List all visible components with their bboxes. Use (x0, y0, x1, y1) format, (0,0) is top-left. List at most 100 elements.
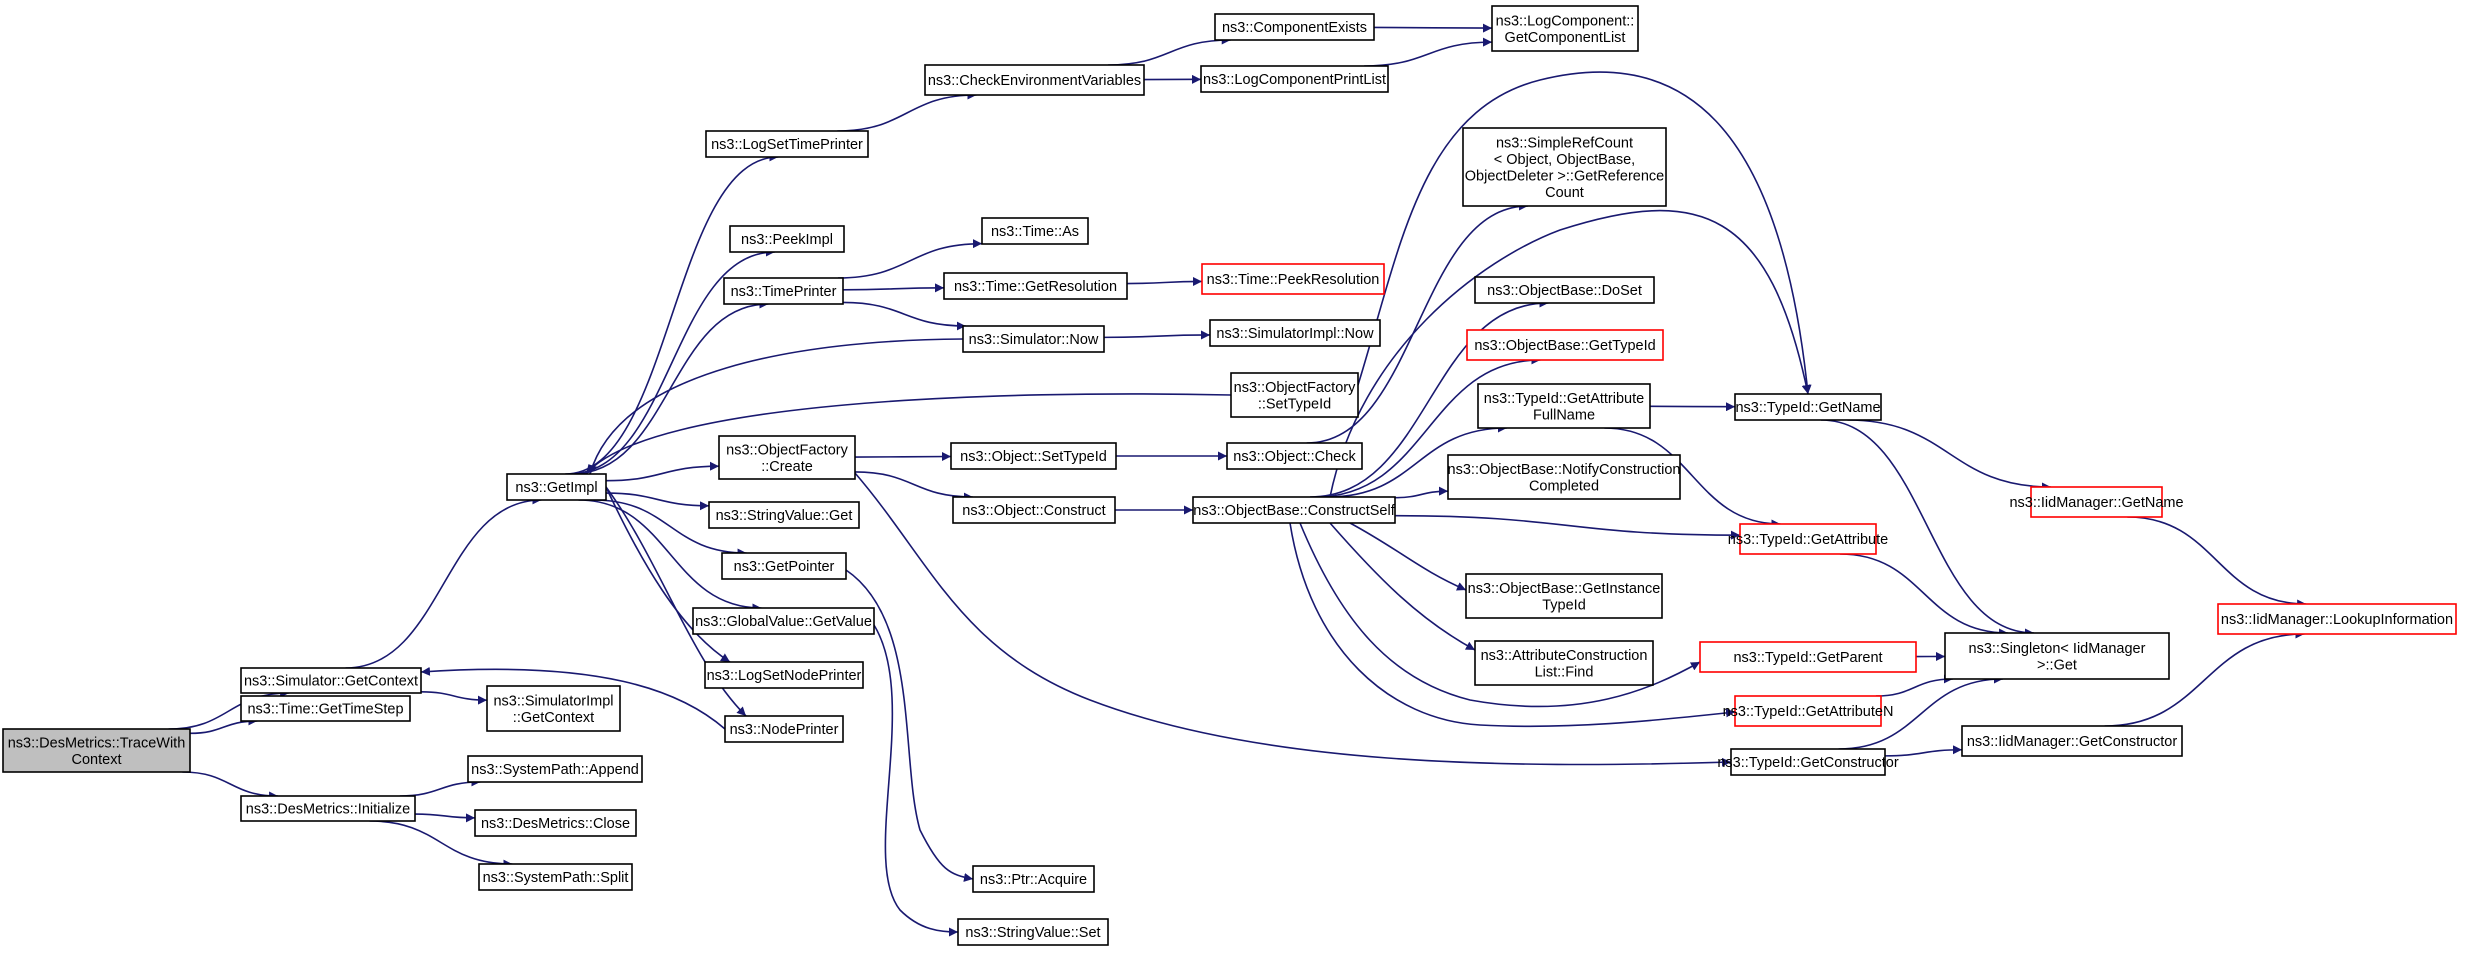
function-node-simNow[interactable]: ns3::Simulator::Now (962, 325, 1105, 353)
node-box (723, 277, 844, 305)
node-label: ns3::PeekImpl (741, 232, 833, 248)
function-node-simImplGetContext[interactable]: ns3::SimulatorImpl::GetContext (486, 685, 621, 732)
node-label: ObjectDeleter >::GetReference (1465, 168, 1664, 184)
call-edge-simNow-to-simImplNow (1103, 330, 1211, 340)
node-box (729, 225, 845, 253)
function-node-logSetTimePrinter[interactable]: ns3::LogSetTimePrinter (705, 130, 869, 158)
node-label: ns3::LogComponent:: (1496, 13, 1635, 29)
call-edge-getImpl-to-gvGetValue (578, 499, 762, 613)
function-node-iidGetName[interactable]: ns3::IidManager::GetName (2009, 486, 2184, 518)
function-node-compExists[interactable]: ns3::ComponentExists (1214, 13, 1375, 41)
node-box (1734, 695, 1882, 727)
node-label: ns3::IidManager::GetConstructor (1967, 734, 2178, 750)
function-node-gvGetValue[interactable]: ns3::GlobalValue::GetValue (692, 607, 875, 635)
node-label: ns3::CheckEnvironmentVariables (928, 73, 1141, 89)
node-box (692, 607, 875, 635)
call-edge-tidGetConstructor-to-iidGetConstructor (1884, 745, 1963, 757)
function-node-simGetContext[interactable]: ns3::Simulator::GetContext (240, 667, 422, 694)
node-box (952, 496, 1116, 524)
function-node-desInit[interactable]: ns3::DesMetrics::Initialize (240, 795, 416, 822)
function-node-ptrAcquire[interactable]: ns3::Ptr::Acquire (972, 865, 1095, 893)
function-node-timeGetTimeStep[interactable]: ns3::Time::GetTimeStep (240, 695, 411, 722)
node-box (981, 217, 1089, 245)
node-label: ns3::TypeId::GetAttribute (1728, 532, 1888, 548)
node-label: ns3::DesMetrics::Close (481, 816, 630, 832)
function-node-getPointer[interactable]: ns3::GetPointer (721, 552, 847, 580)
call-edge-obConstructSelf-to-obNotifyConstruction (1394, 486, 1449, 499)
function-node-tidGetAttributeN[interactable]: ns3::TypeId::GetAttributeN (1723, 695, 1894, 727)
node-label: ns3::ObjectBase::DoSet (1487, 283, 1642, 299)
function-node-getImpl[interactable]: ns3::GetImpl (506, 473, 607, 501)
function-node-timePrinter[interactable]: ns3::TimePrinter (723, 277, 844, 305)
function-node-objConstruct[interactable]: ns3::Object::Construct (952, 496, 1116, 524)
function-node-tidGetName[interactable]: ns3::TypeId::GetName (1734, 393, 1882, 421)
node-label: ns3::Time::GetTimeStep (247, 702, 403, 718)
node-label: ::Create (761, 459, 813, 475)
function-node-obDoSet[interactable]: ns3::ObjectBase::DoSet (1474, 276, 1655, 304)
node-label: ns3::GetPointer (734, 559, 835, 575)
node-box (972, 865, 1095, 893)
function-node-tidGetParent[interactable]: ns3::TypeId::GetParent (1699, 641, 1917, 673)
function-node-svSet[interactable]: ns3::StringValue::Set (957, 918, 1109, 946)
function-node-iidLookup[interactable]: ns3::IidManager::LookupInformation (2217, 603, 2457, 635)
node-label: ns3::Simulator::Now (969, 332, 1099, 348)
node-label: ns3::SystemPath::Split (483, 870, 629, 886)
call-edge-desInit-to-spSplit (369, 820, 513, 869)
function-node-timePeekRes[interactable]: ns3::Time::PeekResolution (1201, 263, 1385, 295)
function-node-logSetNodePrinter[interactable]: ns3::LogSetNodePrinter (704, 661, 864, 689)
call-edge-getPointer-to-ptrAcquire (845, 569, 974, 882)
function-node-ofSetTypeId[interactable]: ns3::ObjectFactory::SetTypeId (1230, 372, 1359, 418)
call-edge-nodePrinter-to-simGetContext (420, 666, 726, 730)
function-node-objSetTypeId[interactable]: ns3::Object::SetTypeId (950, 442, 1117, 470)
node-box (1477, 383, 1651, 429)
call-edge-getImpl-to-ofCreate (605, 461, 720, 482)
call-edge-objCheck-to-simpleRefCount (1306, 201, 1529, 444)
function-node-checkEnv[interactable]: ns3::CheckEnvironmentVariables (924, 64, 1145, 96)
call-edge-tidGetAttrFullName-to-tidGetAttribute (1604, 427, 1781, 529)
function-node-spAppend[interactable]: ns3::SystemPath::Append (467, 755, 643, 783)
function-node-logCompGetList[interactable]: ns3::LogComponent::GetComponentList (1491, 5, 1639, 52)
function-node-singletonGet[interactable]: ns3::Singleton< IidManager>::Get (1944, 632, 2170, 680)
node-label: ns3::ObjectBase::GetTypeId (1474, 338, 1655, 354)
function-node-desClose[interactable]: ns3::DesMetrics::Close (474, 809, 637, 837)
function-node-simImplNow[interactable]: ns3::SimulatorImpl::Now (1209, 319, 1381, 347)
node-label: ns3::TypeId::GetConstructor (1717, 755, 1899, 771)
call-edge-obConstructSelf-to-obGetInstanceTypeId (1349, 522, 1467, 591)
node-box (1734, 393, 1882, 421)
function-node-obConstructSelf[interactable]: ns3::ObjectBase::ConstructSelf (1192, 496, 1396, 524)
node-box (1214, 13, 1375, 41)
function-node-timeGetRes[interactable]: ns3::Time::GetResolution (943, 272, 1128, 300)
function-node-objCheck[interactable]: ns3::Object::Check (1226, 442, 1363, 470)
function-node-tidGetAttribute[interactable]: ns3::TypeId::GetAttribute (1728, 523, 1888, 555)
node-label: ns3::SystemPath::Append (471, 762, 639, 778)
function-node-ofCreate[interactable]: ns3::ObjectFactory::Create (718, 435, 856, 480)
function-node-obNotifyConstruction[interactable]: ns3::ObjectBase::NotifyConstructionCompl… (1447, 454, 1681, 500)
function-node-simpleRefCount[interactable]: ns3::SimpleRefCount< Object, ObjectBase,… (1462, 127, 1667, 207)
node-label: ::SetTypeId (1258, 396, 1331, 412)
call-edge-ofCreate-to-objSetTypeId (854, 452, 952, 462)
call-edge-getImpl-to-logSetTimePrinter (565, 152, 779, 475)
function-node-obGetTypeId[interactable]: ns3::ObjectBase::GetTypeId (1466, 329, 1664, 361)
node-box (1739, 523, 1877, 555)
function-node-peekImpl[interactable]: ns3::PeekImpl (729, 225, 845, 253)
function-node-tidGetConstructor[interactable]: ns3::TypeId::GetConstructor (1717, 748, 1899, 776)
node-box (1192, 496, 1396, 524)
function-node-spSplit[interactable]: ns3::SystemPath::Split (478, 863, 633, 891)
function-node-iidGetConstructor[interactable]: ns3::IidManager::GetConstructor (1961, 725, 2183, 757)
node-box (718, 435, 856, 480)
function-node-nodePrinter[interactable]: ns3::NodePrinter (724, 715, 844, 743)
function-node-timeAs[interactable]: ns3::Time::As (981, 217, 1089, 245)
call-edge-desInit-to-desClose (414, 813, 476, 823)
function-node-logCompPrintList[interactable]: ns3::LogComponentPrintList (1200, 65, 1389, 93)
call-edge-timeGetRes-to-timePeekRes (1126, 276, 1203, 286)
node-label: ns3::LogSetNodePrinter (707, 668, 862, 684)
function-node-svGet[interactable]: ns3::StringValue::Get (708, 501, 860, 529)
node-label: ns3::Time::GetResolution (954, 279, 1117, 295)
call-edge-ofSetTypeId-to-getImpl (585, 393, 1232, 475)
